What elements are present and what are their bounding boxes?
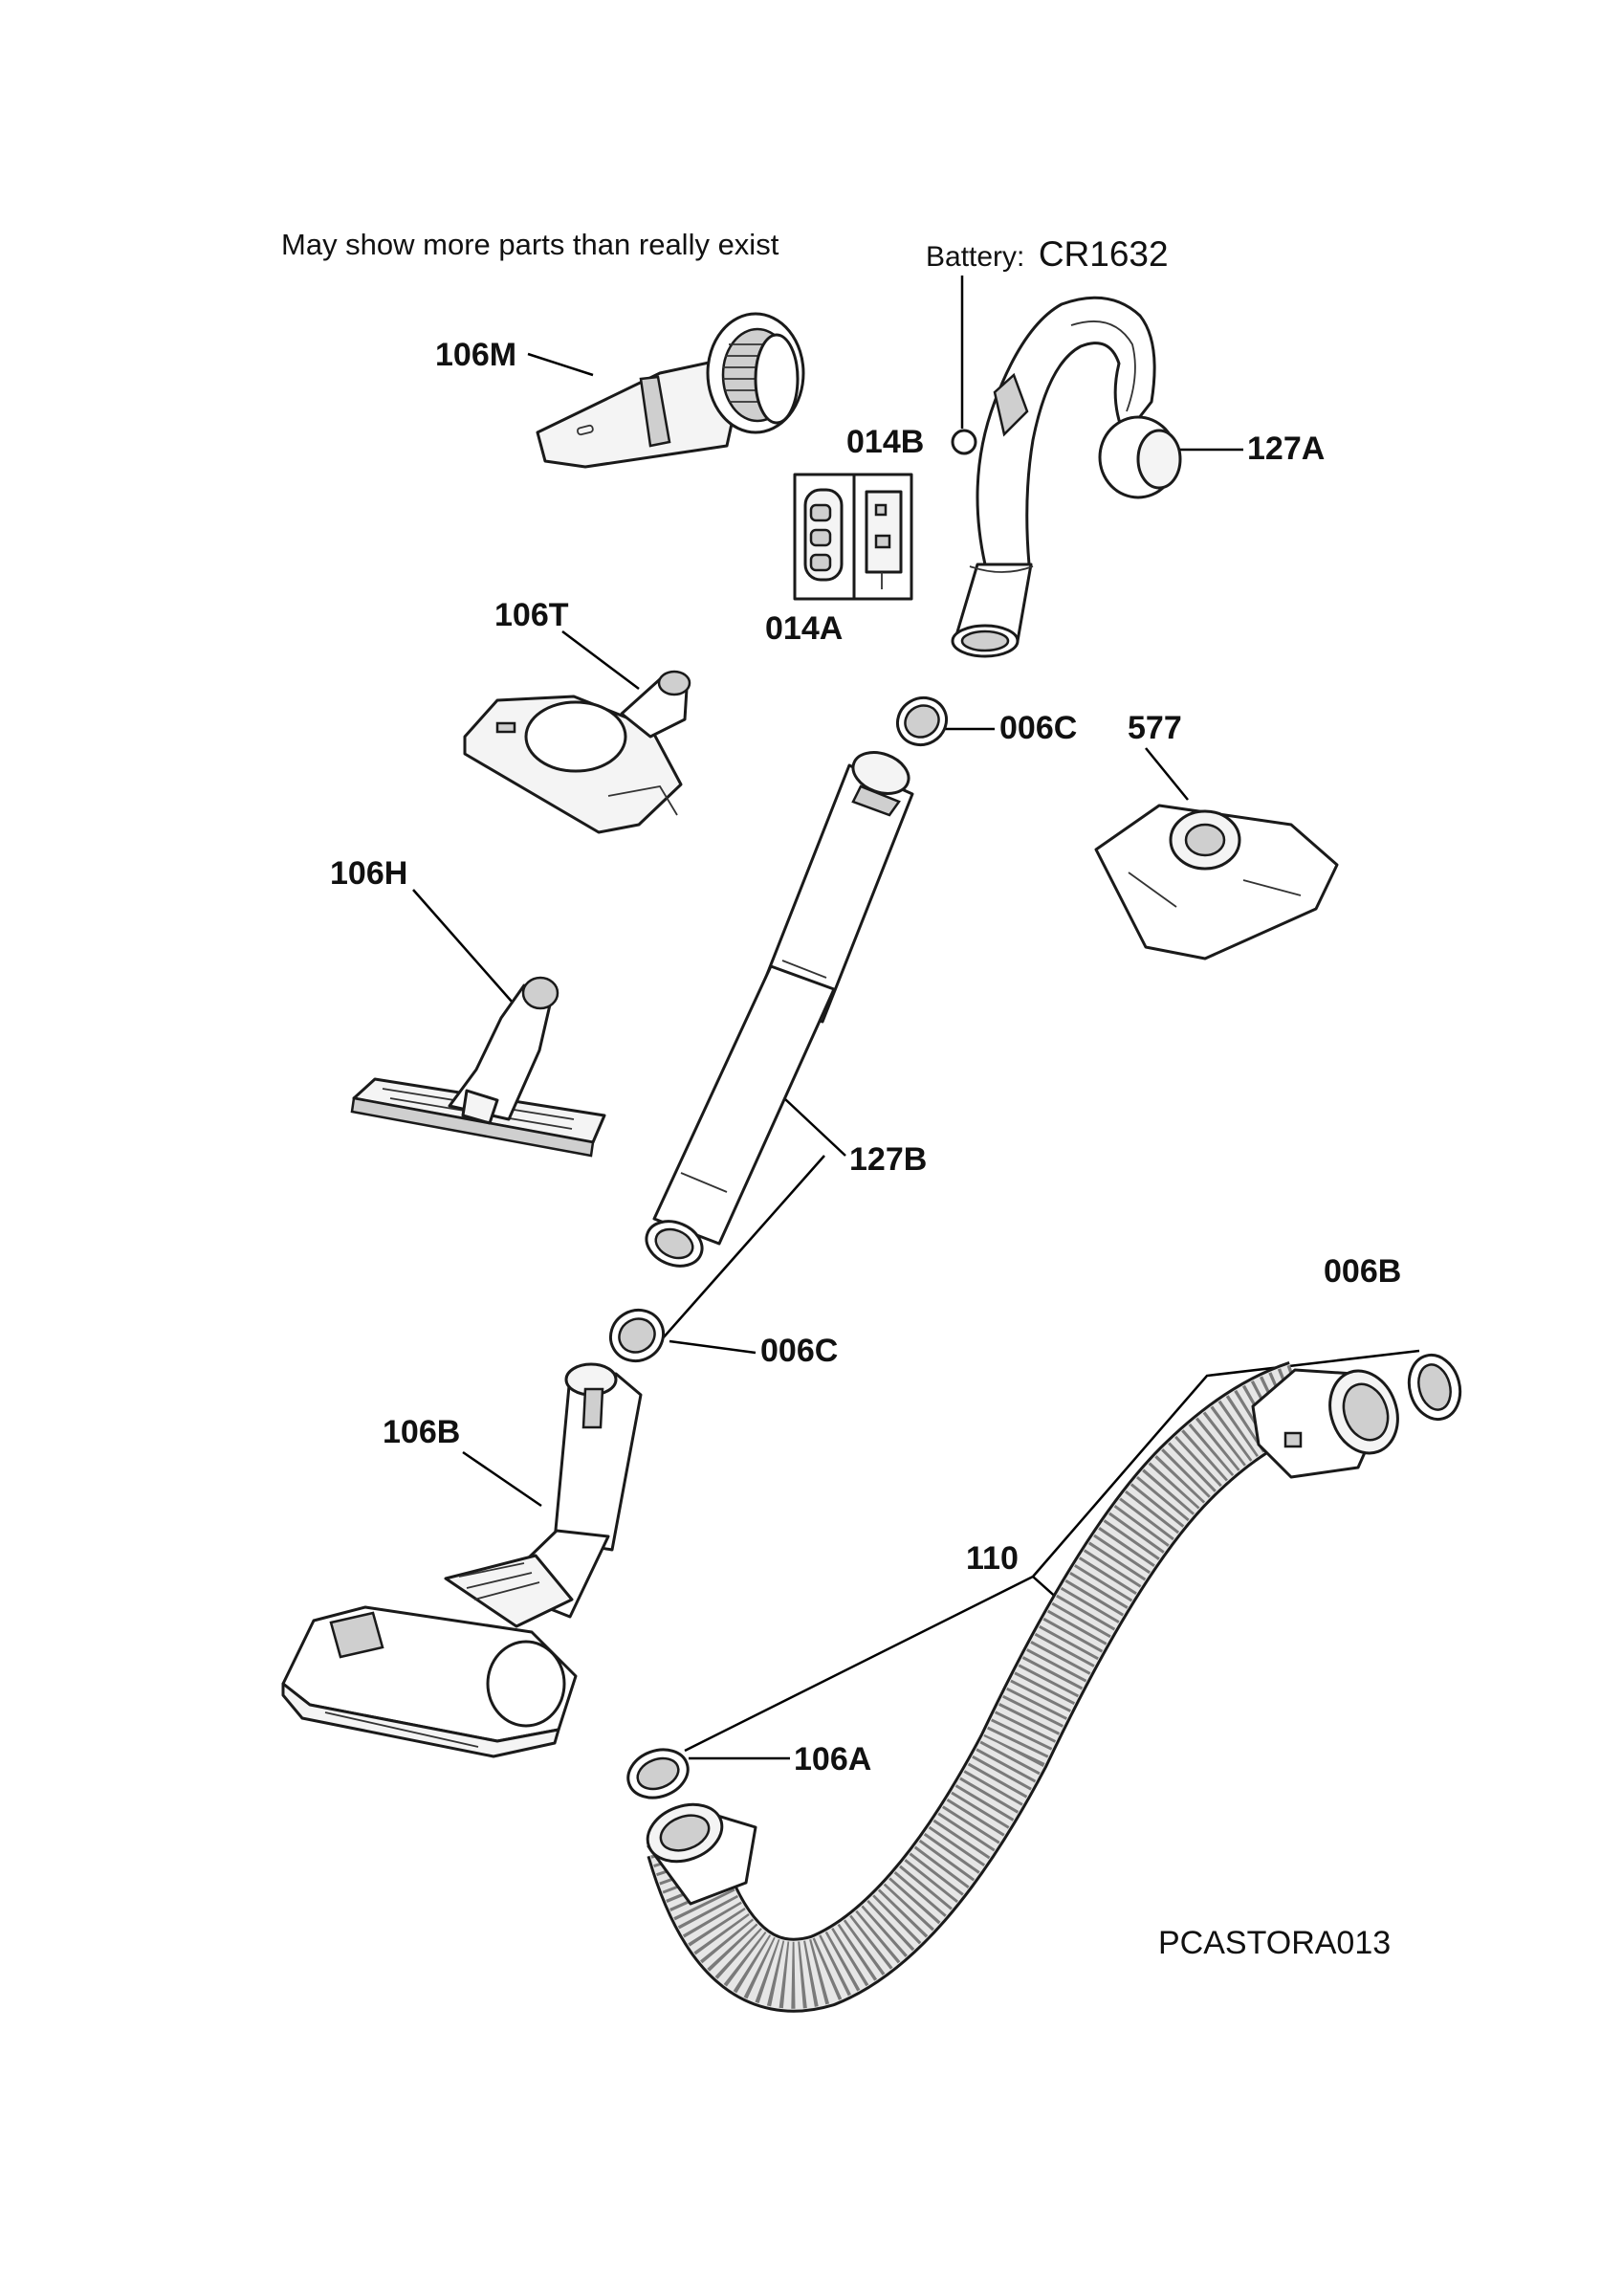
part-106M-brush-nozzle [536, 312, 805, 469]
leader-006C-mid [669, 1339, 757, 1355]
leader-106T [561, 630, 640, 690]
part-110-hose [646, 1361, 1399, 2013]
leader-106M [527, 352, 594, 377]
battery-label: Battery: CR1632 [926, 234, 1169, 274]
part-127A-handle [951, 296, 1182, 658]
label-106A: 106A [794, 1741, 871, 1777]
leader-110-c [684, 1575, 1034, 1753]
label-106H: 106H [330, 855, 407, 892]
part-106A-ring [626, 1748, 690, 1799]
drawing-code: PCASTORA013 [1158, 1925, 1391, 1961]
part-106B-combination-nozzle [281, 1362, 643, 1758]
part-006B-ring [1407, 1353, 1462, 1422]
part-014B-battery [951, 429, 977, 455]
leader-106B [462, 1450, 542, 1508]
leader-577 [1145, 747, 1189, 801]
label-006B: 006B [1324, 1253, 1401, 1290]
part-014A-control-panel [793, 473, 913, 601]
label-127A: 127A [1247, 430, 1325, 467]
label-106B: 106B [383, 1414, 460, 1450]
label-577: 577 [1128, 710, 1182, 746]
label-127B: 127B [849, 1141, 927, 1178]
label-006C-mid: 006C [760, 1333, 838, 1369]
label-014B: 014B [846, 424, 924, 460]
part-006C-mid-ring [608, 1308, 666, 1363]
leader-127B-tube [783, 1097, 846, 1157]
part-577-dust-bag [1094, 804, 1339, 960]
leader-127B-ring [661, 1155, 825, 1340]
leader-110-a [1032, 1349, 1420, 1578]
part-106H-floor-nozzle [350, 976, 606, 1158]
battery-prefix: Battery: [926, 241, 1024, 273]
label-006C-top: 006C [999, 710, 1077, 746]
part-006C-top-ring [895, 695, 949, 747]
label-110: 110 [966, 1540, 1019, 1577]
label-014A: 014A [765, 610, 843, 647]
leader-106H [412, 889, 514, 1004]
label-106M: 106M [435, 337, 516, 373]
part-106T-turbo-brush [463, 670, 691, 834]
note-text: May show more parts than really exist [281, 228, 779, 261]
label-106T: 106T [494, 597, 569, 633]
part-127B-telescopic-tube [645, 751, 914, 1268]
battery-code: CR1632 [1039, 234, 1169, 274]
